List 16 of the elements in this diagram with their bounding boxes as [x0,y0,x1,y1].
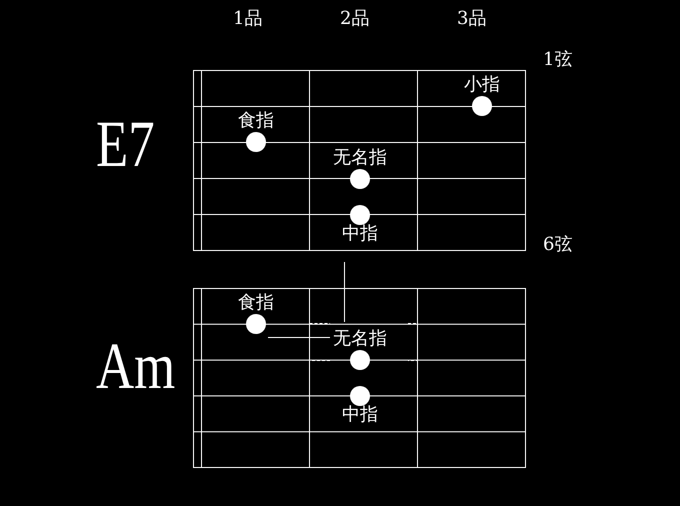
chord-name: E7 [96,112,155,178]
chord-name: Am [96,334,176,400]
finger-label: 食指 [238,294,274,312]
finger-label: 小指 [464,76,500,94]
string-label: 6弦 [543,236,572,254]
chord-fretboard [193,288,526,468]
finger-label: 中指 [342,225,378,243]
fret-label: 1品 [233,10,262,28]
chord-fretboard [193,70,526,251]
finger-label: 食指 [238,112,274,130]
finger-label: 无名指 [333,330,387,348]
finger-label: 中指 [342,406,378,424]
fret-label: 2品 [340,10,370,28]
finger-label: 无名指 [333,149,387,167]
string-label: 1弦 [543,51,572,69]
fret-label: 3品 [457,10,486,28]
